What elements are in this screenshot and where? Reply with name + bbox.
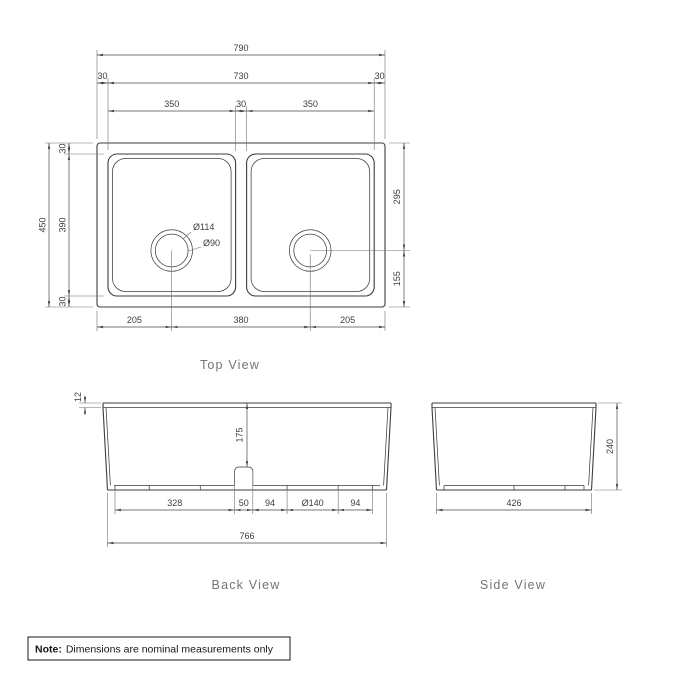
dim-overall-depth-height: 240 bbox=[605, 439, 615, 454]
back-view-dimensions: 12 175 328 50 94 Ø140 94 766 bbox=[73, 392, 387, 545]
top-view-dimensions: 790 30 730 30 350 30 350 30 390 30 450 2… bbox=[38, 43, 406, 329]
dim-base-width: 766 bbox=[239, 531, 254, 541]
dim-right-margin: 30 bbox=[375, 71, 385, 81]
back-view: 12 175 328 50 94 Ø140 94 766 Back View bbox=[73, 392, 392, 592]
dim-overall-height: 450 bbox=[38, 217, 48, 232]
drain-outer-diameter-label: Ø114 bbox=[193, 222, 214, 232]
dim-left-margin: 30 bbox=[97, 71, 107, 81]
back-view-label: Back View bbox=[212, 578, 281, 592]
dim-drain-from-front: 155 bbox=[392, 271, 402, 286]
dim-bowl-left-width: 350 bbox=[164, 99, 179, 109]
dim-bottom-center: 380 bbox=[233, 315, 248, 325]
dim-top-margin: 30 bbox=[58, 143, 68, 153]
back-view-extension-lines bbox=[79, 402, 387, 547]
dim-rim-thickness: 12 bbox=[73, 392, 83, 402]
dim-side-base-width: 426 bbox=[506, 498, 521, 508]
divider-notch bbox=[234, 466, 254, 486]
dim-bowl-right-width: 350 bbox=[303, 99, 318, 109]
drain-inner-diameter-label: Ø90 bbox=[203, 238, 220, 248]
top-view-label: Top View bbox=[200, 358, 260, 372]
note-prefix: Note: bbox=[35, 644, 62, 656]
top-view-extension-lines bbox=[45, 50, 410, 331]
note-text: Note: Dimensions are nominal measurements… bbox=[35, 644, 274, 656]
dim-bowl-depth: 390 bbox=[58, 217, 68, 232]
side-view-outline bbox=[431, 402, 597, 491]
note-body: Dimensions are nominal measurements only bbox=[66, 644, 274, 656]
dim-bowl-inner-depth: 175 bbox=[235, 427, 245, 442]
dim-base-seg3: 94 bbox=[265, 498, 275, 508]
dim-drain-boss-diameter: Ø140 bbox=[302, 498, 324, 508]
dim-overall-width: 790 bbox=[233, 43, 248, 53]
dim-drain-from-back: 295 bbox=[392, 189, 402, 204]
side-view-extension-lines bbox=[436, 402, 622, 514]
side-view-dimensions: 240 426 bbox=[436, 403, 619, 512]
dim-base-seg1: 328 bbox=[167, 498, 182, 508]
dim-bottom-margin: 30 bbox=[58, 296, 68, 306]
dim-inner-width: 730 bbox=[233, 71, 248, 81]
dim-bottom-left: 205 bbox=[127, 315, 142, 325]
top-view: Ø114 Ø90 790 30 bbox=[38, 43, 410, 372]
side-view-label: Side View bbox=[480, 578, 546, 592]
dim-bottom-right: 205 bbox=[340, 315, 355, 325]
note-box: Note: Dimensions are nominal measurements… bbox=[27, 636, 291, 661]
sink-outer-outline bbox=[96, 142, 386, 308]
dim-divider-width: 30 bbox=[236, 99, 246, 109]
dim-base-seg4: 94 bbox=[350, 498, 360, 508]
drain-leaders: Ø114 Ø90 bbox=[182, 222, 220, 252]
dim-base-seg2: 50 bbox=[239, 498, 249, 508]
side-view: 240 426 Side View bbox=[431, 402, 622, 592]
note-border bbox=[27, 636, 291, 661]
